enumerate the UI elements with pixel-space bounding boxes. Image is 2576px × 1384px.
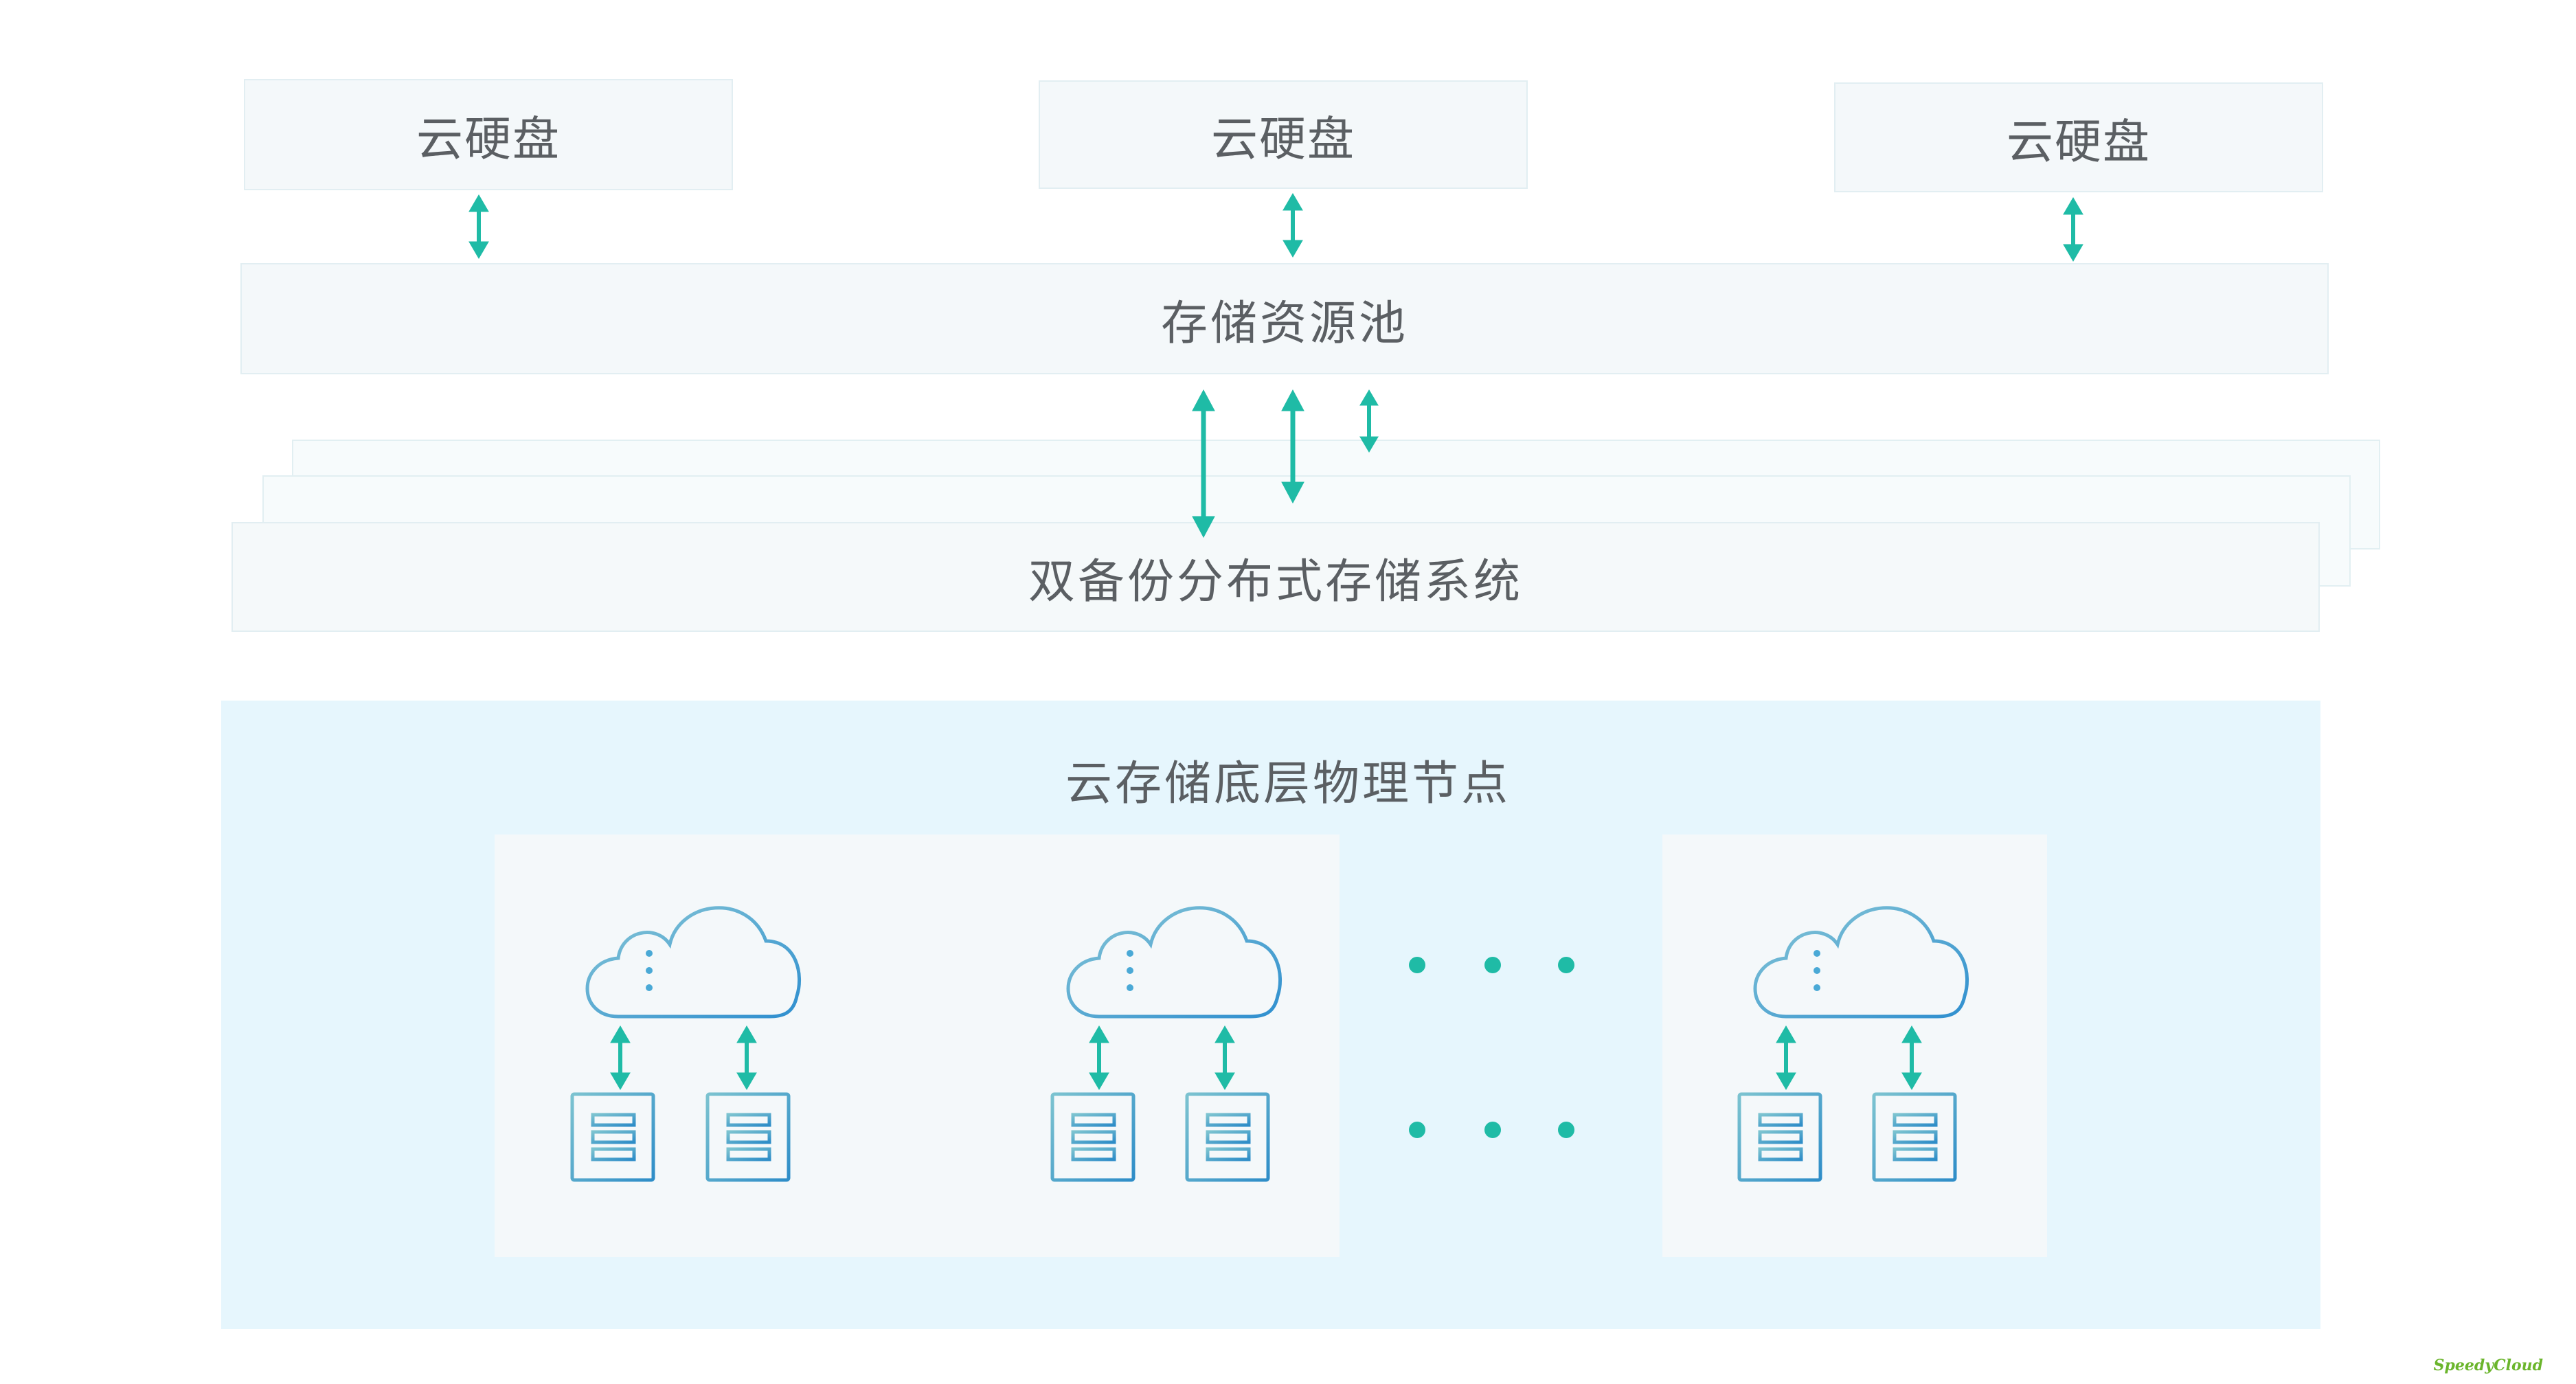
cloud-disk-2: 云硬盘 xyxy=(1039,80,1528,189)
ellipsis-dots xyxy=(1409,957,1574,1138)
double-arrow-icon xyxy=(610,1025,631,1090)
double-arrow-icon xyxy=(1192,389,1215,538)
server-icon xyxy=(1185,1092,1270,1182)
server-icon xyxy=(1050,1092,1136,1182)
double-arrow-icon xyxy=(1359,389,1379,453)
server-icon xyxy=(1872,1092,1957,1182)
storage-pool: 存储资源池 xyxy=(240,263,2329,374)
server-icon xyxy=(1737,1092,1822,1182)
server-icon xyxy=(570,1092,655,1182)
cloud-icon xyxy=(1753,906,1969,1019)
distributed-storage: 双备份分布式存储系统 xyxy=(231,522,2320,632)
storage-pool-label: 存储资源池 xyxy=(1160,296,1408,351)
double-arrow-icon xyxy=(1089,1025,1109,1090)
cloud-disk-label: 云硬盘 xyxy=(1210,112,1355,167)
double-arrow-icon xyxy=(736,1025,757,1090)
cloud-disk-label: 云硬盘 xyxy=(416,112,561,167)
cloud-disk-label: 云硬盘 xyxy=(2006,115,2151,170)
node-group-right xyxy=(1662,835,2047,1257)
double-arrow-icon xyxy=(468,194,489,259)
double-arrow-icon xyxy=(1214,1025,1235,1090)
double-arrow-icon xyxy=(2063,197,2083,262)
speedycloud-logo: SpeedyCloud xyxy=(2433,1357,2543,1374)
double-arrow-icon xyxy=(1283,193,1303,258)
double-arrow-icon xyxy=(1776,1025,1796,1090)
cloud-disk-1: 云硬盘 xyxy=(244,79,733,190)
cloud-disk-3: 云硬盘 xyxy=(1834,82,2323,192)
double-arrow-icon xyxy=(1901,1025,1922,1090)
cloud-icon xyxy=(585,906,802,1019)
server-icon xyxy=(705,1092,791,1182)
distributed-storage-label: 双备份分布式存储系统 xyxy=(1028,554,1523,609)
physical-nodes-title: 云存储底层物理节点 xyxy=(1065,757,1511,811)
cloud-icon xyxy=(1066,906,1283,1019)
double-arrow-icon xyxy=(1281,389,1304,504)
node-group-left xyxy=(495,835,1340,1257)
